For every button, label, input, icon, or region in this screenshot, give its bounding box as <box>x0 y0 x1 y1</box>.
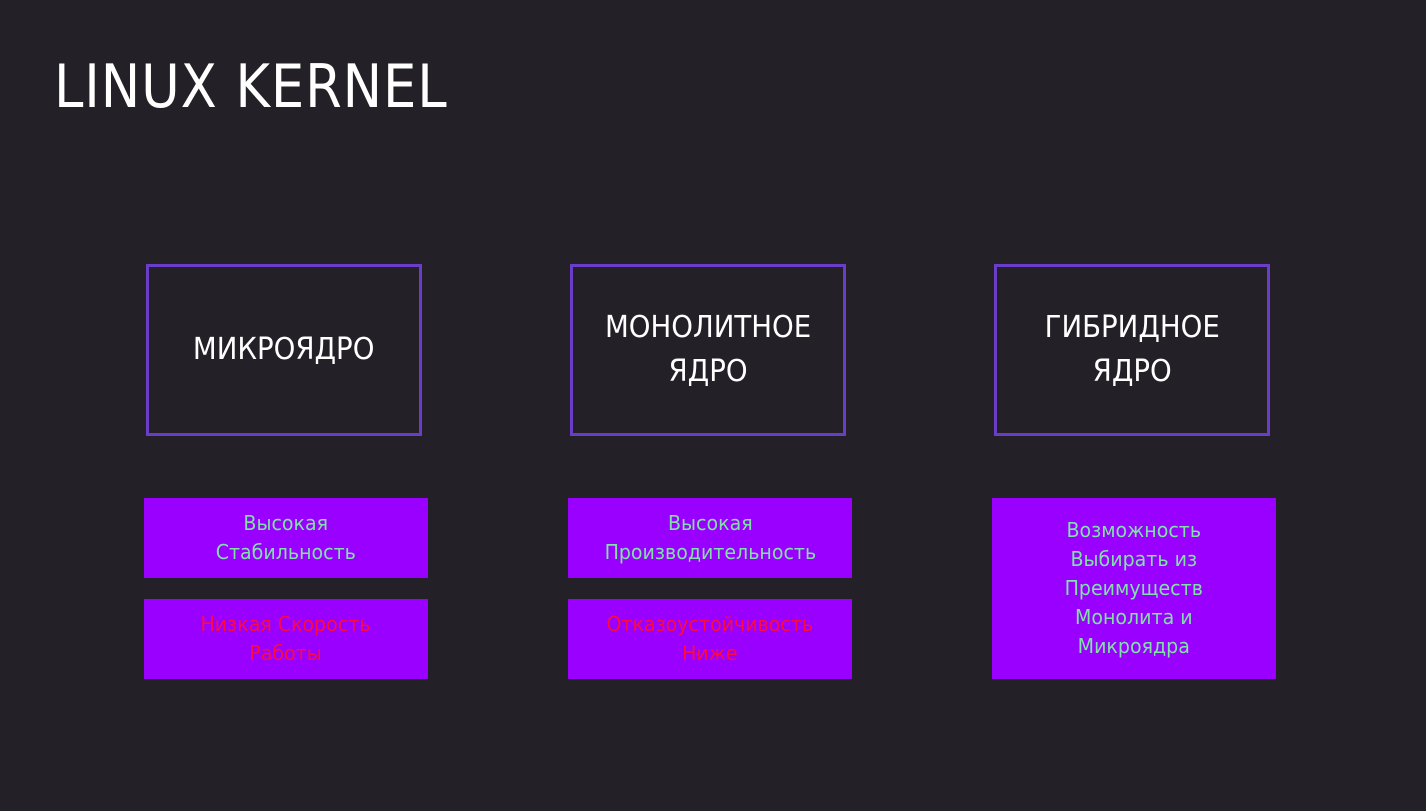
microkernel-disadvantage-text: Низкая Скорость Работы <box>200 612 372 665</box>
hybrid-kernel-box: ГИБРИДНОЕ ЯДРО <box>994 264 1270 436</box>
monolithic-disadvantage-text: Отказоустойчивость Ниже <box>606 612 814 665</box>
monolithic-advantage-text: Высокая Производительность <box>604 511 816 564</box>
monolithic-kernel-label: МОНОЛИТНОЕ ЯДРО <box>604 310 812 389</box>
microkernel-label: МИКРОЯДРО <box>193 332 375 367</box>
slide-title: LINUX KERNEL <box>54 52 448 122</box>
microkernel-advantage-box: Высокая Стабильность <box>144 498 428 578</box>
hybrid-advantage-box: Возможность Выбирать из Преимуществ Моно… <box>992 498 1276 679</box>
monolithic-advantage-box: Высокая Производительность <box>568 498 852 578</box>
monolithic-disadvantage-box: Отказоустойчивость Ниже <box>568 599 852 679</box>
microkernel-disadvantage-box: Низкая Скорость Работы <box>144 599 428 679</box>
microkernel-advantage-text: Высокая Стабильность <box>215 511 357 564</box>
hybrid-kernel-label: ГИБРИДНОЕ ЯДРО <box>1044 310 1220 389</box>
monolithic-kernel-box: МОНОЛИТНОЕ ЯДРО <box>570 264 846 436</box>
hybrid-advantage-text: Возможность Выбирать из Преимуществ Моно… <box>1064 518 1204 658</box>
microkernel-box: МИКРОЯДРО <box>146 264 422 436</box>
